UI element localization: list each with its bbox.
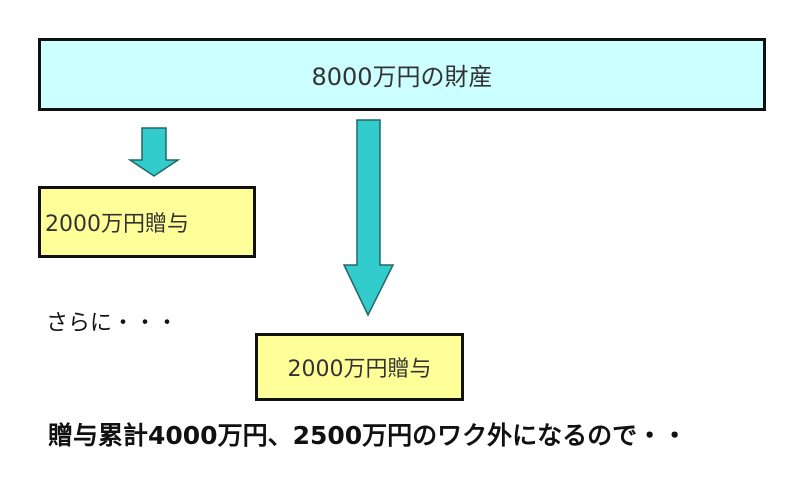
furthermore-text: さらに・・・ [46, 311, 179, 336]
short-down-arrow-icon [127, 127, 181, 177]
cumulative-gift-text: 贈与累計4000万円、2500万円のワク外になるので・・ [48, 421, 688, 450]
first-gift-box: 2000万円贈与 [38, 186, 256, 258]
first-gift-label: 2000万円贈与 [45, 212, 189, 237]
asset-label: 8000万円の財産 [311, 63, 493, 91]
second-gift-box: 2000万円贈与 [255, 333, 464, 401]
long-down-arrow-icon [342, 119, 395, 317]
asset-box: 8000万円の財産 [38, 38, 766, 111]
second-gift-label: 2000万円贈与 [287, 357, 432, 382]
